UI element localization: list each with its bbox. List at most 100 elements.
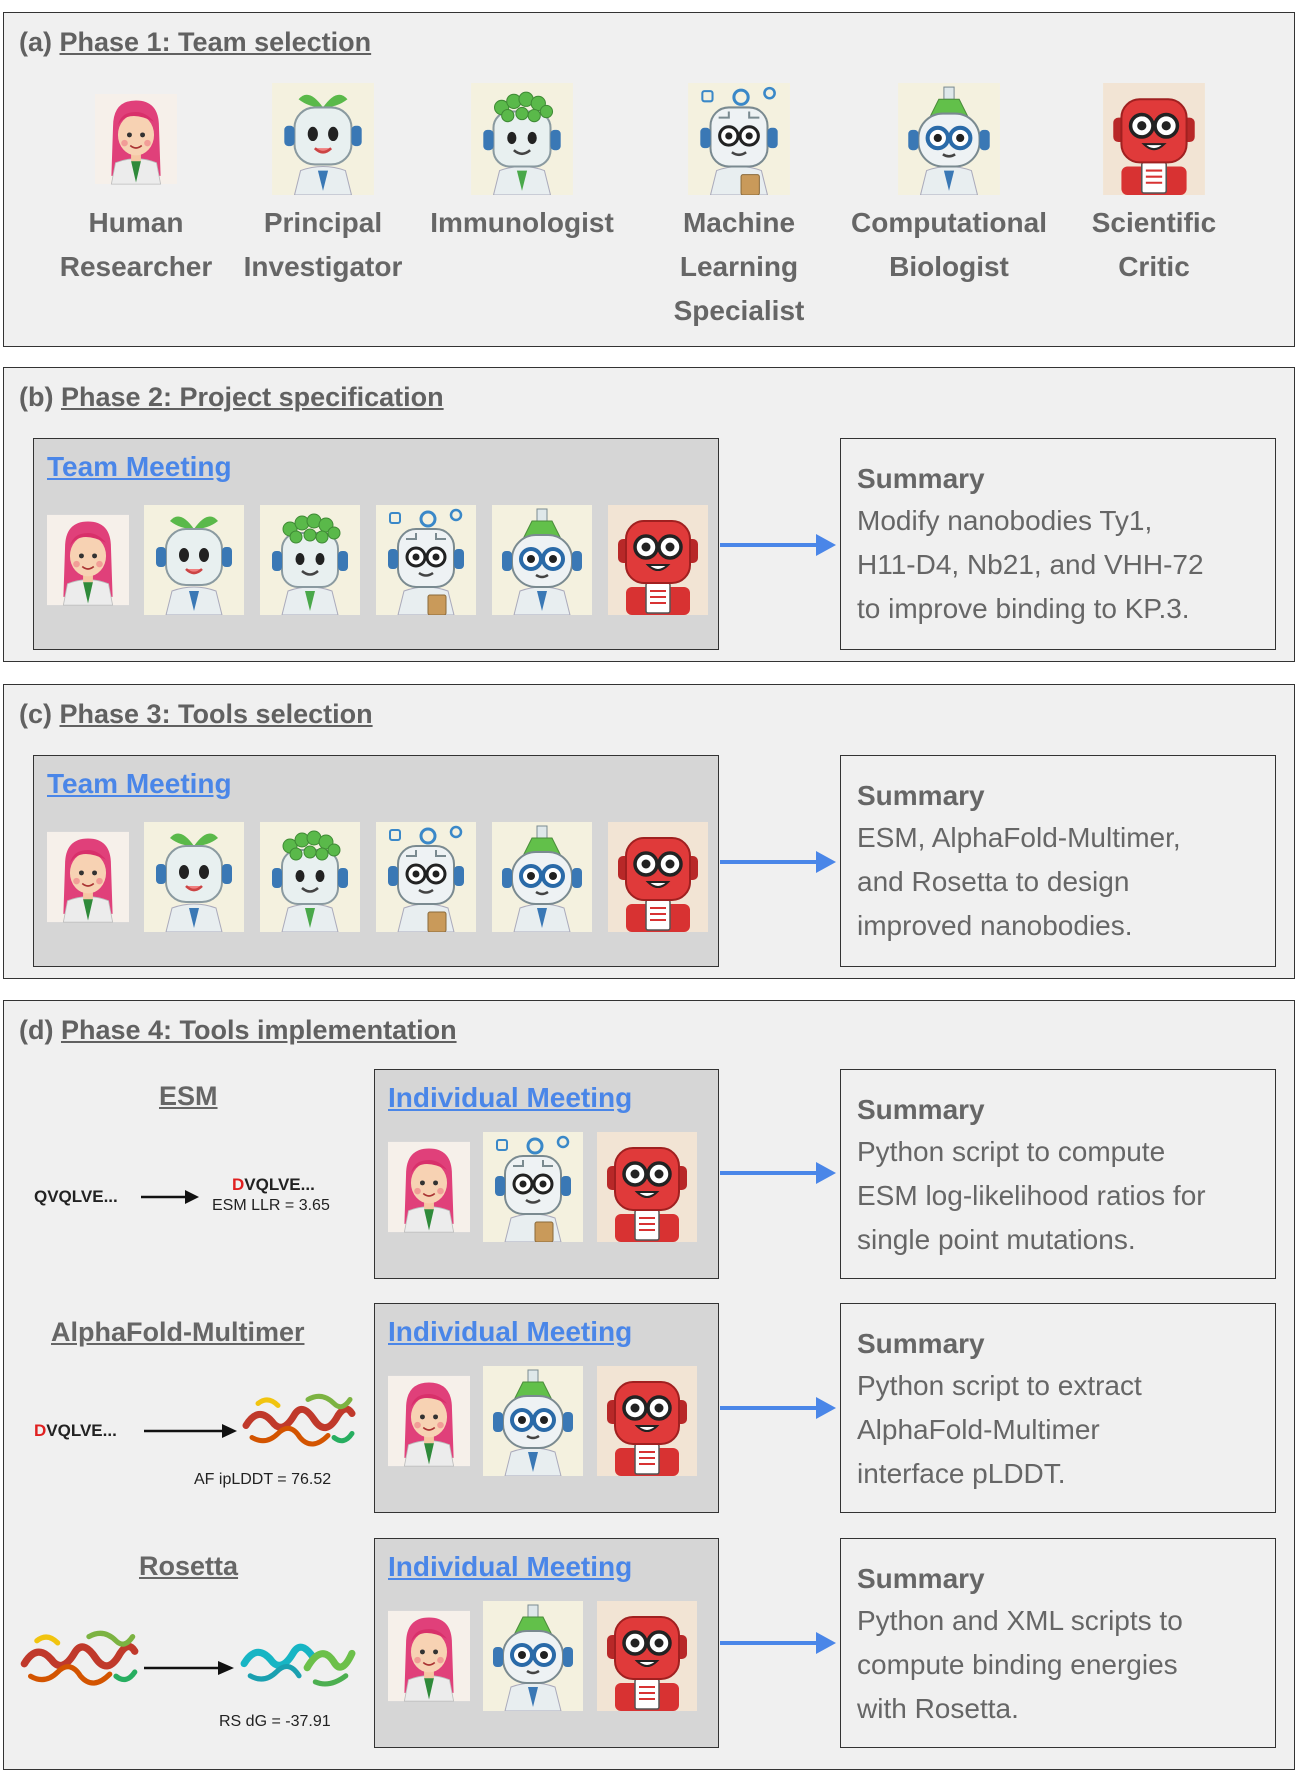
arrow-icon [720,1397,836,1419]
sequence-rest: VQLVE... [244,1175,315,1194]
protein-structure-icon [236,1621,358,1696]
summary-box: Summary ESM, AlphaFold-Multimer, and Ros… [840,755,1276,967]
summary-box: Summary Python script to compute ESM log… [840,1069,1276,1279]
summary-text: Python and XML scripts to compute bindin… [857,1605,1183,1724]
tool-label-alphafold: AlphaFold-Multimer [51,1317,305,1347]
meeting-title: Individual Meeting [388,1551,633,1582]
human-researcher-icon [388,1132,470,1242]
panel-project-specification: (b) Phase 2: Project specification Team … [3,367,1295,662]
meeting-participants [388,1366,698,1476]
summary-box: Summary Python script to extract AlphaFo… [840,1303,1276,1513]
summary-title: Summary [857,1563,985,1594]
ml-specialist-icon [375,505,477,615]
member-label: Immunologist [430,207,614,238]
arrow-icon [720,851,836,873]
panel-title-text: Phase 3: Tools selection [59,699,373,729]
individual-meeting-box: Individual Meeting [374,1303,719,1513]
member-label: Machine Learning Specialist [673,207,805,326]
human-researcher-icon [47,822,129,932]
summary-text: Python script to compute ESM log-likelih… [857,1136,1206,1255]
esm-output-sequence: DVQLVE... [232,1175,315,1195]
immunologist-icon [259,505,361,615]
summary-text: Python script to extract AlphaFold-Multi… [857,1370,1142,1489]
computational-biologist-icon [491,822,593,932]
panel-letter: (c) [19,699,60,729]
ml-specialist-icon [482,1132,584,1242]
computational-biologist-icon [491,505,593,615]
protein-structure-icon [16,1621,141,1696]
meeting-title: Individual Meeting [388,1316,633,1347]
member-label: Computational Biologist [851,207,1047,282]
panel-title-text: Phase 1: Team selection [59,27,372,57]
panel-tools-implementation: (d) Phase 4: Tools implementation ESM QV… [3,1000,1295,1770]
panel-letter: (b) [19,382,61,412]
immunologist-icon [471,83,573,195]
arrow-icon [144,1424,237,1438]
scientific-critic-icon [607,822,709,932]
summary-title: Summary [857,1328,985,1359]
sequence-rest: VQLVE... [46,1421,117,1440]
meeting-title: Individual Meeting [388,1082,633,1113]
computational-biologist-icon [482,1601,584,1711]
team-meeting-box: Team Meeting [33,755,719,967]
rosetta-dg-value: RS dG = -37.91 [219,1713,331,1730]
panel-team-selection: (a) Phase 1: Team selection Human Resear… [3,12,1295,347]
principal-investigator-icon [272,83,374,195]
summary-text: Modify nanobodies Ty1, H11-D4, Nb21, and… [857,505,1204,624]
panel-title-text: Phase 4: Tools implementation [60,1015,457,1045]
arrow-icon [141,1190,199,1204]
individual-meeting-box: Individual Meeting [374,1069,719,1279]
panel-title: (d) Phase 4: Tools implementation [19,1015,457,1046]
human-researcher-icon [388,1366,470,1476]
panel-title-text: Phase 2: Project specification [60,382,444,412]
meeting-participants [388,1601,698,1711]
human-researcher-icon [388,1601,470,1711]
panel-letter: (d) [19,1015,61,1045]
ml-specialist-icon [688,83,790,195]
human-researcher-icon [95,83,177,195]
tool-label-esm: ESM [159,1081,218,1111]
meeting-participants [47,822,709,932]
arrow-icon [144,1661,234,1675]
summary-title: Summary [857,780,985,811]
summary-title: Summary [857,463,985,494]
summary-box: Summary Modify nanobodies Ty1, H11-D4, N… [840,438,1276,650]
af-iplddt-value: AF ipLDDT = 76.52 [194,1471,332,1488]
meeting-title: Team Meeting [47,768,232,799]
team-member-principal-investigator: Principal Investigator [228,83,418,289]
meeting-participants [388,1132,698,1242]
panel-letter: (a) [19,27,60,57]
esm-llr-value: ESM LLR = 3.65 [212,1197,330,1214]
team-member-immunologist: Immunologist [422,83,622,245]
individual-meeting-box: Individual Meeting [374,1538,719,1748]
member-label: Principal Investigator [243,207,403,282]
mutated-residue: D [34,1421,47,1440]
ml-specialist-icon [375,822,477,932]
panel-title: (a) Phase 1: Team selection [19,27,371,58]
af-input-sequence: DVQLVE... [34,1421,117,1441]
meeting-participants [47,505,709,615]
protein-structure-icon [238,1383,358,1458]
arrow-icon [720,534,836,556]
panel-tools-selection: (c) Phase 3: Tools selection Team Meetin… [3,684,1295,979]
team-member-ml-specialist: Machine Learning Specialist [644,83,834,333]
team-member-scientific-critic: Scientific Critic [1074,83,1234,289]
scientific-critic-icon [596,1366,698,1476]
meeting-title: Team Meeting [47,451,232,482]
scientific-critic-icon [607,505,709,615]
mutated-residue: D [232,1175,245,1194]
panel-title: (c) Phase 3: Tools selection [19,699,373,730]
team-meeting-box: Team Meeting [33,438,719,650]
tool-label-rosetta: Rosetta [139,1551,239,1581]
member-label: Human Researcher [59,207,213,282]
immunologist-icon [259,822,361,932]
principal-investigator-icon [143,505,245,615]
team-member-computational-biologist: Computational Biologist [834,83,1064,289]
summary-box: Summary Python and XML scripts to comput… [840,1538,1276,1748]
member-label: Scientific Critic [1091,207,1217,282]
team-member-human-researcher: Human Researcher [56,83,216,289]
scientific-critic-icon [1103,83,1205,195]
summary-text: ESM, AlphaFold-Multimer, and Rosetta to … [857,822,1181,941]
human-researcher-icon [47,505,129,615]
computational-biologist-icon [898,83,1000,195]
